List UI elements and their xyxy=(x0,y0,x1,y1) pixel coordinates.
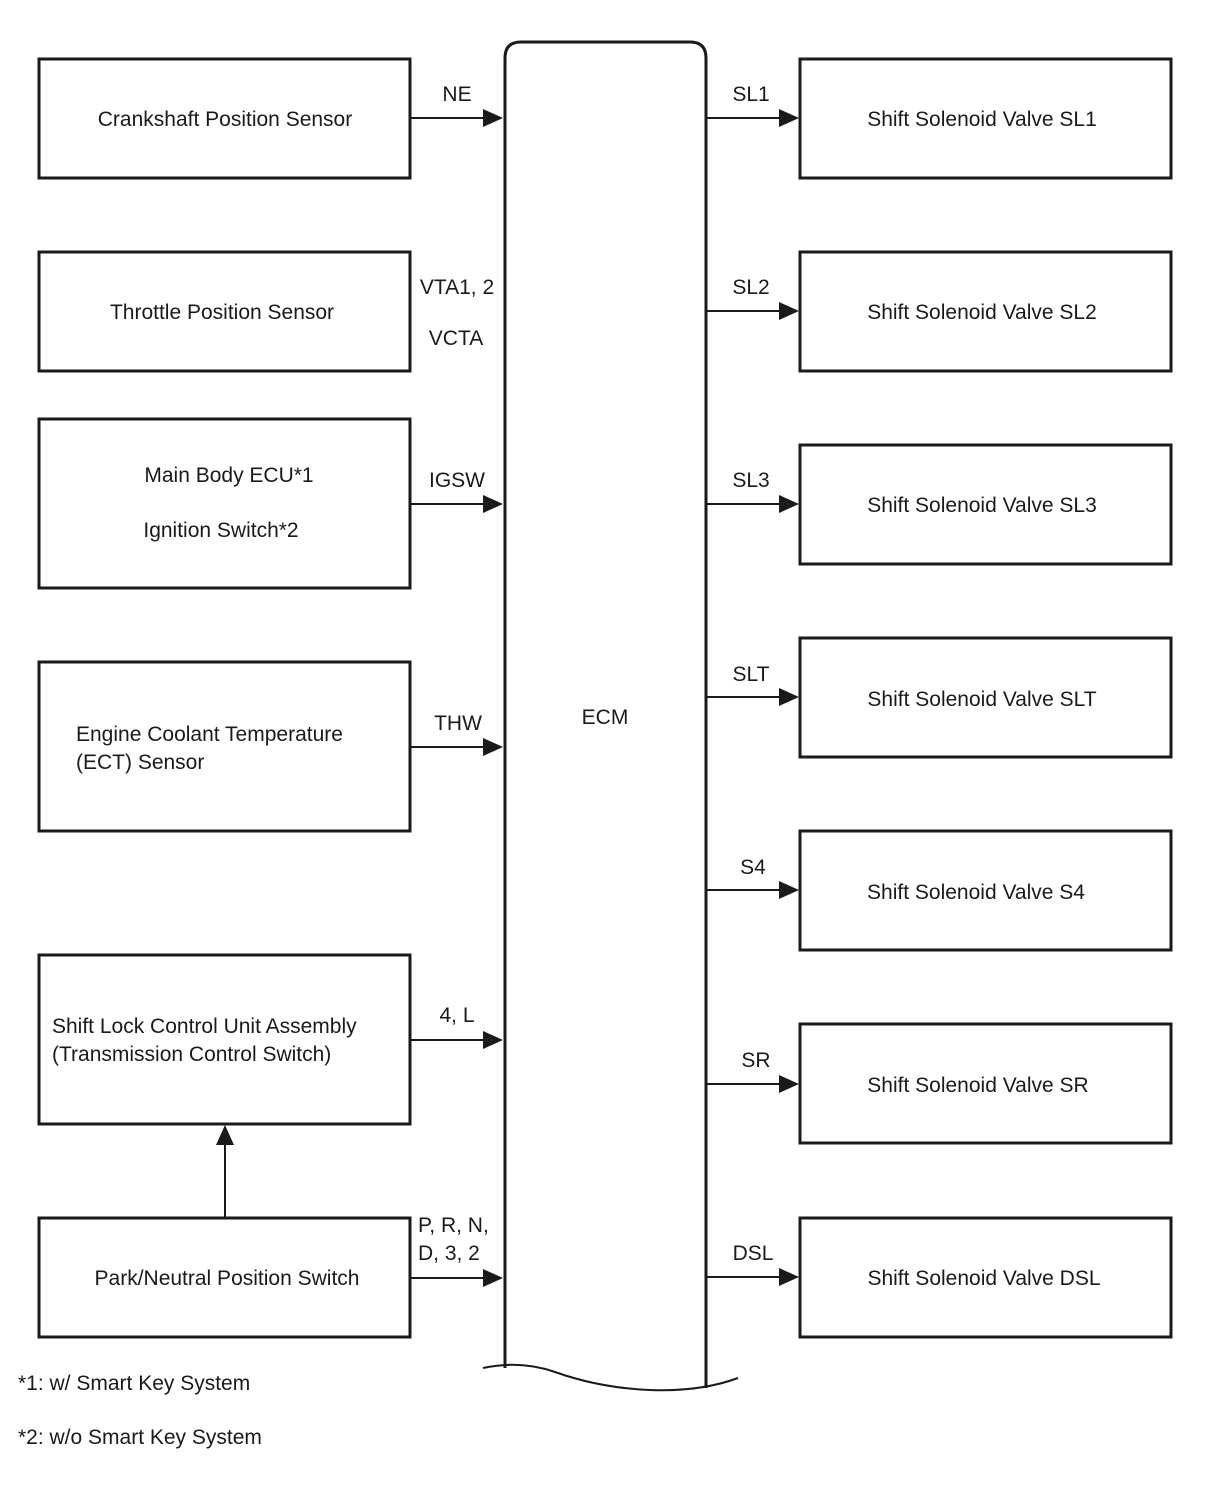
park-neutral-box xyxy=(37,1216,412,1339)
footnote-2: *2: w/o Smart Key System xyxy=(18,1426,262,1449)
s4-signal-label: S4 xyxy=(740,856,766,879)
throttle-sensor-label: Throttle Position Sensor xyxy=(110,301,334,324)
shift-lock-label-1: Shift Lock Control Unit Assembly xyxy=(52,1015,357,1038)
sl2-arrowhead xyxy=(779,302,799,320)
crankshaft-sensor-box xyxy=(37,57,412,180)
main-body-ecu-label: Main Body ECU*1 xyxy=(144,464,313,487)
s4-valve-box xyxy=(798,829,1173,952)
ecm-box xyxy=(503,40,708,1388)
sr-valve-label: Shift Solenoid Valve SR xyxy=(867,1074,1088,1097)
shift-lock-box xyxy=(37,953,412,1126)
sl3-valve-box xyxy=(798,443,1173,566)
slt-signal-label: SLT xyxy=(733,663,770,686)
ignition-switch-label: Ignition Switch*2 xyxy=(143,519,298,542)
slt-valve-label: Shift Solenoid Valve SLT xyxy=(867,688,1096,711)
ect-sensor-label-1: Engine Coolant Temperature xyxy=(76,723,343,746)
ne-arrowhead xyxy=(483,109,503,127)
sl1-valve-box xyxy=(798,57,1173,180)
prnd-arrowhead xyxy=(483,1269,503,1287)
dsl-signal-label: DSL xyxy=(733,1242,774,1265)
4l-signal-label: 4, L xyxy=(439,1004,474,1027)
sl2-valve-label: Shift Solenoid Valve SL2 xyxy=(867,301,1097,324)
ect-sensor-box xyxy=(37,660,412,833)
sl3-arrowhead xyxy=(779,495,799,513)
sl1-arrowhead xyxy=(779,109,799,127)
shift-lock-label-2: (Transmission Control Switch) xyxy=(52,1043,331,1066)
sl1-valve-label: Shift Solenoid Valve SL1 xyxy=(867,108,1097,131)
ne-signal-label: NE xyxy=(442,83,471,106)
slt-valve-box xyxy=(798,636,1173,759)
4l-arrowhead xyxy=(483,1031,503,1049)
igsw-signal-label: IGSW xyxy=(429,469,485,492)
dsl-arrowhead xyxy=(779,1268,799,1286)
footnote-1: *1: w/ Smart Key System xyxy=(18,1372,250,1395)
ect-sensor-label-2: (ECT) Sensor xyxy=(76,751,204,774)
prnd-signal-label-1: P, R, N, xyxy=(418,1214,489,1237)
ecm-break-line xyxy=(482,1363,739,1392)
sl1-signal-label: SL1 xyxy=(732,83,769,106)
vcta-signal-label: VCTA xyxy=(429,327,483,350)
dsl-valve-label: Shift Solenoid Valve DSL xyxy=(867,1267,1100,1290)
sl3-valve-label: Shift Solenoid Valve SL3 xyxy=(867,494,1097,517)
sl2-valve-box xyxy=(798,250,1173,373)
vta-signal-label: VTA1, 2 xyxy=(420,276,494,299)
prnd-signal-label-2: D, 3, 2 xyxy=(418,1242,480,1265)
sr-arrowhead xyxy=(779,1075,799,1093)
sl2-signal-label: SL2 xyxy=(732,276,769,299)
sl3-signal-label: SL3 xyxy=(732,469,769,492)
crankshaft-sensor-label: Crankshaft Position Sensor xyxy=(98,108,352,131)
throttle-sensor-box xyxy=(37,250,412,373)
pn-to-shift-lock-arrowhead xyxy=(216,1125,234,1145)
dsl-valve-box xyxy=(798,1216,1173,1339)
slt-arrowhead xyxy=(779,688,799,706)
park-neutral-label: Park/Neutral Position Switch xyxy=(95,1267,360,1290)
igsw-arrowhead xyxy=(483,495,503,513)
main-body-ecu-box xyxy=(37,417,412,590)
s4-arrowhead xyxy=(779,881,799,899)
sr-valve-box xyxy=(798,1022,1173,1145)
thw-signal-label: THW xyxy=(434,712,482,735)
ecm-label: ECM xyxy=(582,706,629,729)
thw-arrowhead xyxy=(483,738,503,756)
sr-signal-label: SR xyxy=(741,1049,770,1072)
s4-valve-label: Shift Solenoid Valve S4 xyxy=(867,881,1085,904)
